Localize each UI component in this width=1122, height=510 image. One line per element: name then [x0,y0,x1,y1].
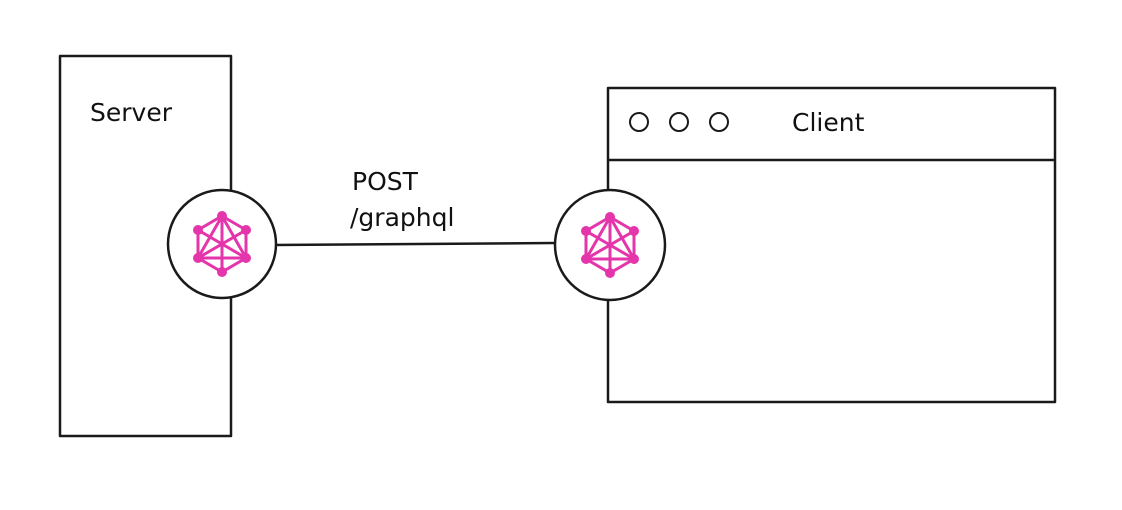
server-box [58,54,233,438]
connection-path: /graphql [350,203,454,232]
server-title: Server [90,98,173,127]
window-dot-icon [629,112,649,132]
window-dot-icon [709,112,729,132]
client-title: Client [792,108,865,137]
connection-line [272,241,555,247]
server-endpoint [166,188,278,300]
window-dot-icon [669,112,689,132]
connection-method: POST [352,167,419,196]
client-endpoint [553,188,667,302]
